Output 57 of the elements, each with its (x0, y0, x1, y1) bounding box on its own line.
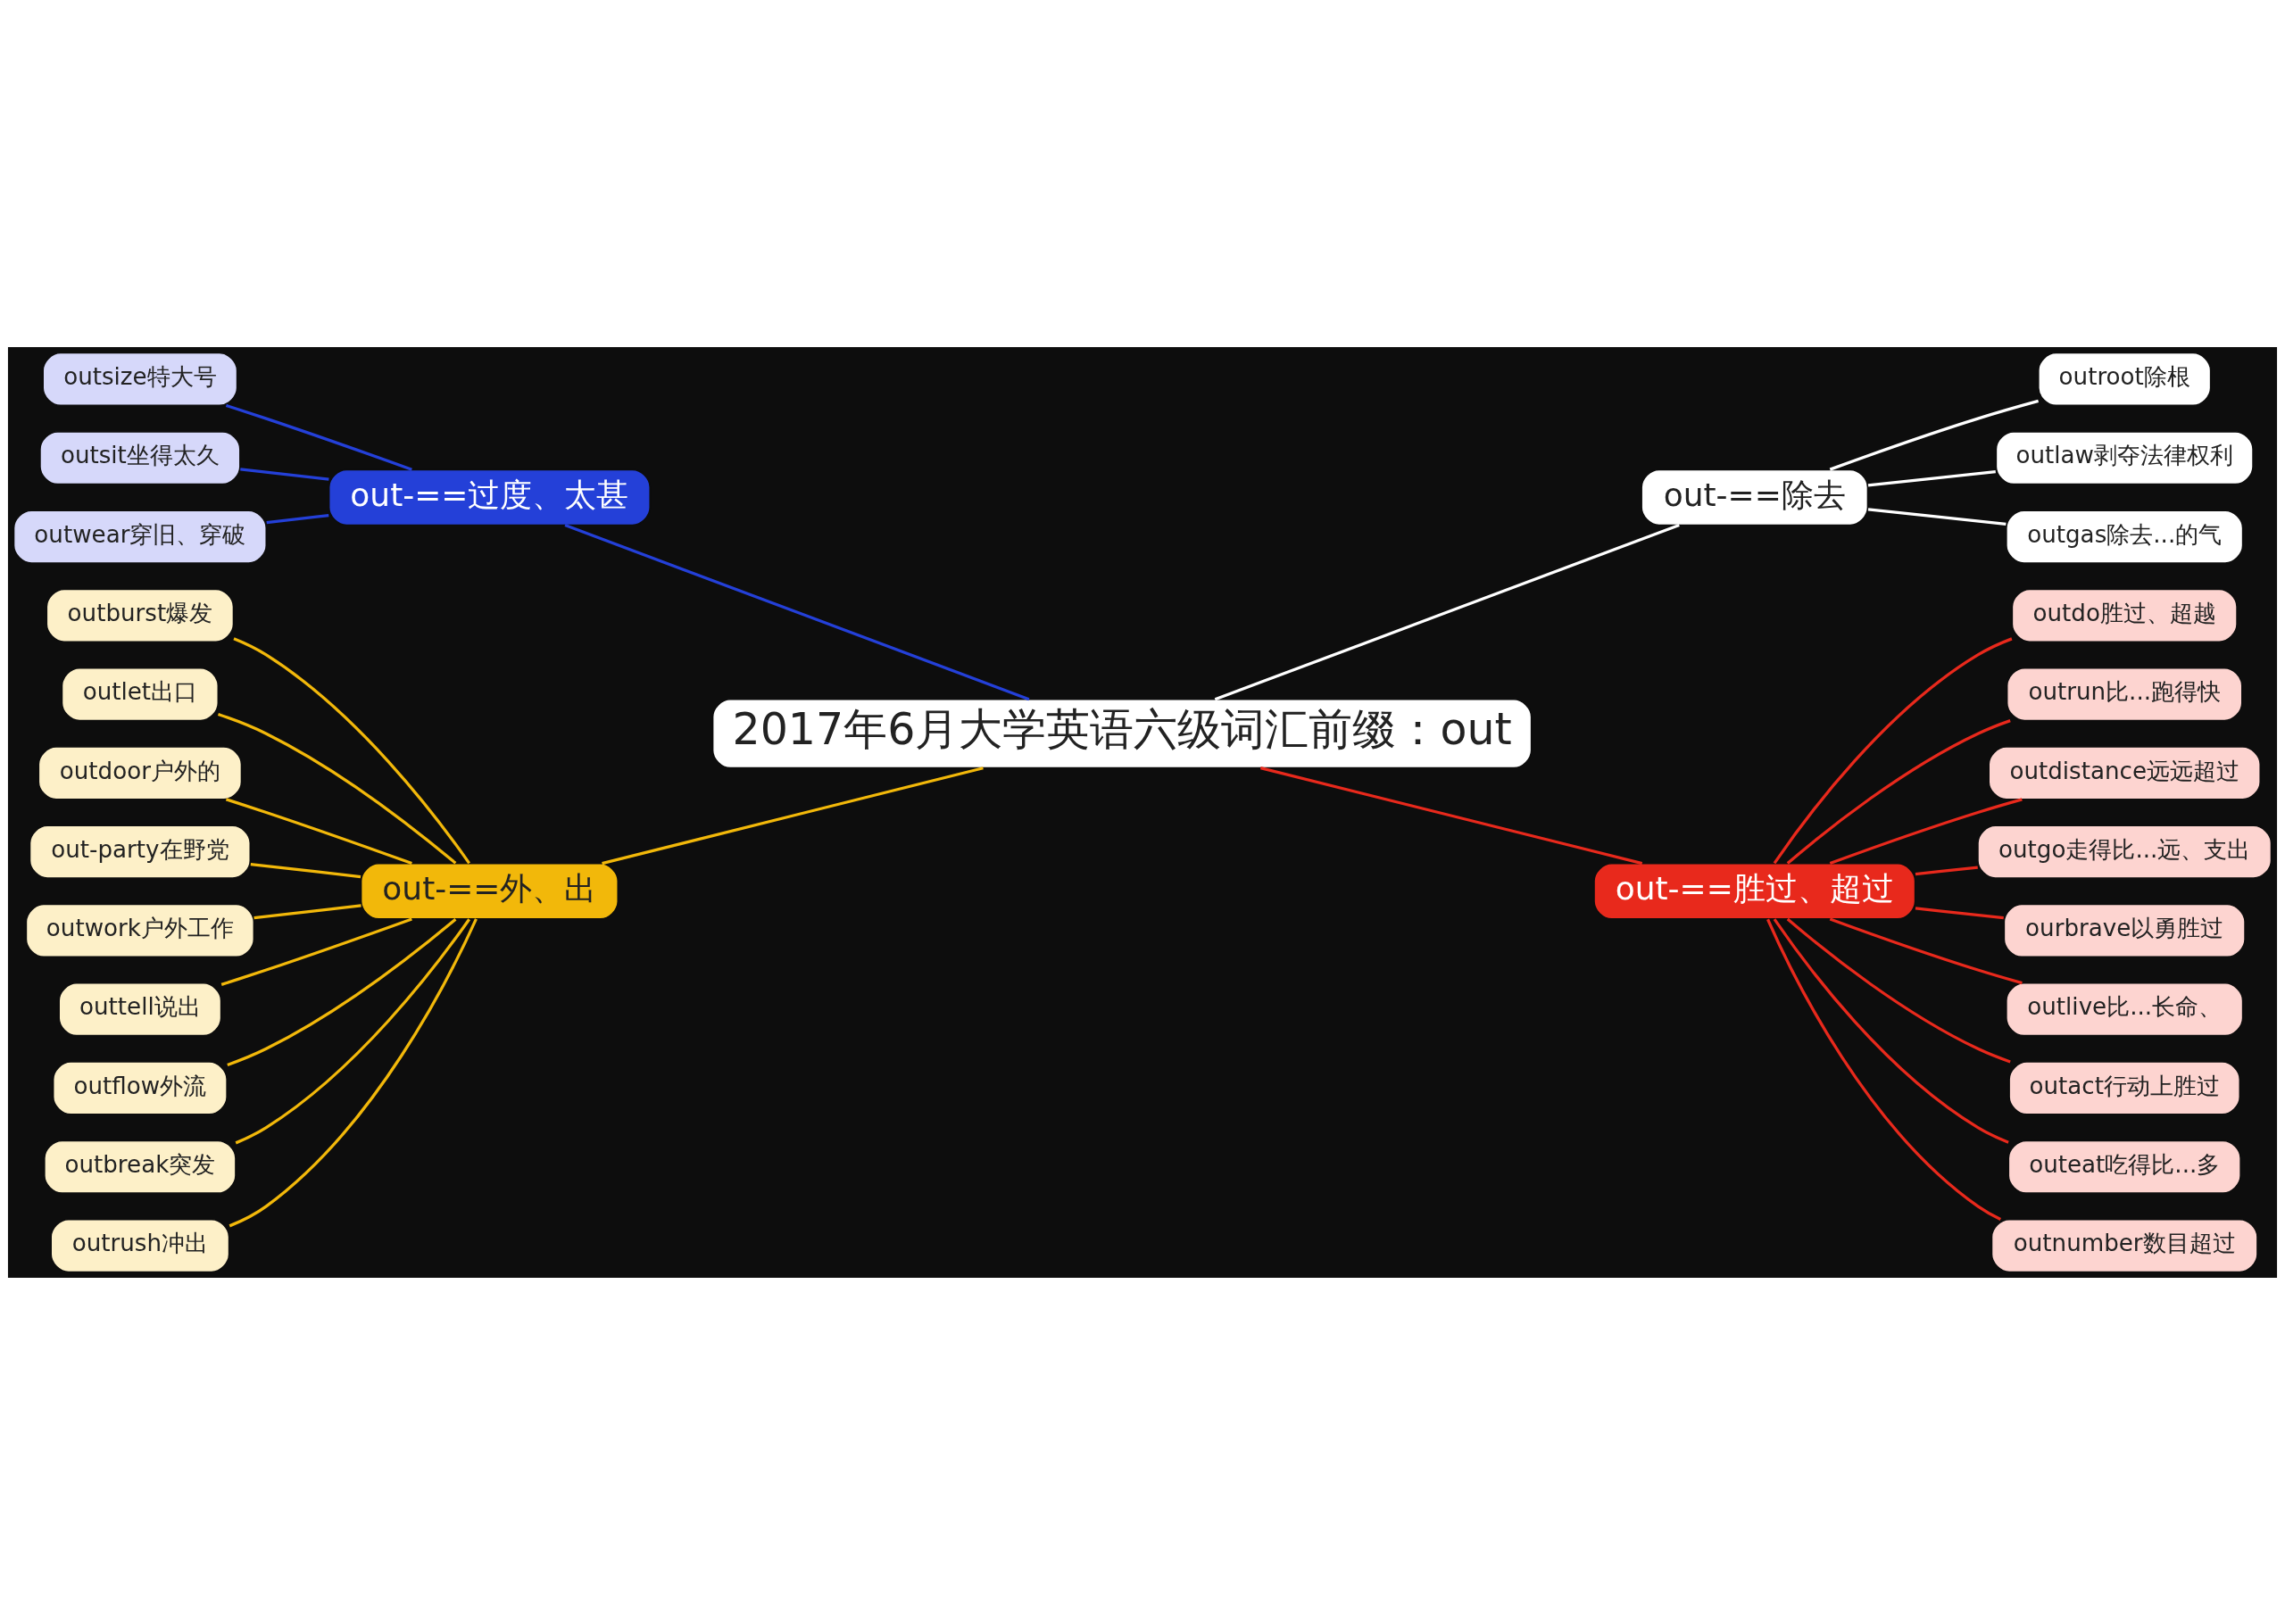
connector (1259, 766, 1643, 865)
connector (220, 916, 412, 986)
node-box: out-==外、出 (360, 862, 619, 920)
node-box: outsize特大号 (42, 352, 238, 406)
node-box: outroot除根 (2037, 352, 2212, 406)
node-box: outwear穿旧、穿破 (12, 509, 268, 564)
connector (1829, 916, 2023, 984)
connector (235, 917, 470, 1144)
connector (564, 523, 1030, 700)
connector (1786, 718, 2011, 865)
connector (228, 917, 478, 1227)
connector (233, 636, 470, 864)
connector (1915, 906, 2004, 919)
connector (602, 766, 984, 865)
node-box: outlet出口 (61, 667, 220, 721)
connector (250, 862, 361, 878)
node-box: out-==过度、太甚 (328, 468, 652, 526)
node-box: outlive比...长命、 (2006, 982, 2244, 1036)
connector (1773, 636, 2013, 864)
connector (1867, 469, 1996, 487)
connector (1829, 399, 2040, 471)
connector (1829, 797, 2023, 865)
connector (217, 712, 457, 865)
node-box: outtell说出 (58, 982, 222, 1036)
node-box: outbreak突发 (44, 1139, 237, 1194)
node-box: outact行动上胜过 (2008, 1060, 2241, 1115)
connector (1915, 866, 1978, 875)
node-box: out-==除去 (1641, 468, 1869, 526)
connector (1766, 918, 2002, 1221)
node-box: outeat吃得比...多 (2007, 1139, 2241, 1194)
connector (1773, 917, 2009, 1144)
node-box: 2017年6月大学英语六级词汇前缀：out (711, 698, 1533, 768)
node-box: outrush冲出 (50, 1218, 230, 1272)
node-box: outrun比...跑得快 (2006, 667, 2243, 721)
connector (225, 797, 412, 865)
connector (225, 403, 412, 471)
node-box: ourbrave以勇胜过 (2003, 903, 2246, 957)
node-box: outgo走得比...远、支出 (1977, 824, 2273, 879)
node-box: outgas除去...的气 (2006, 509, 2244, 564)
node-box: out-==胜过、超过 (1593, 862, 1916, 920)
node-box: outburst爆发 (46, 588, 235, 642)
node-box: outnumber数目超过 (1990, 1218, 2258, 1272)
connector (240, 467, 329, 481)
connector (1214, 523, 1680, 700)
connector (1867, 507, 2007, 526)
connector (253, 903, 361, 919)
connector (227, 917, 457, 1066)
node-box: out-party在野党 (29, 824, 252, 879)
node-box: outsit坐得太久 (39, 430, 241, 485)
node-box: outflow外流 (52, 1060, 228, 1115)
connector (1786, 917, 2011, 1063)
node-box: outwork户外工作 (25, 903, 255, 957)
connector (266, 513, 329, 524)
node-box: outdo胜过、超越 (2011, 588, 2238, 642)
node-box: outdoor户外的 (37, 745, 243, 800)
node-box: outdistance远远超过 (1988, 745, 2262, 800)
node-box: outlaw剥夺法律权利 (1995, 430, 2254, 485)
